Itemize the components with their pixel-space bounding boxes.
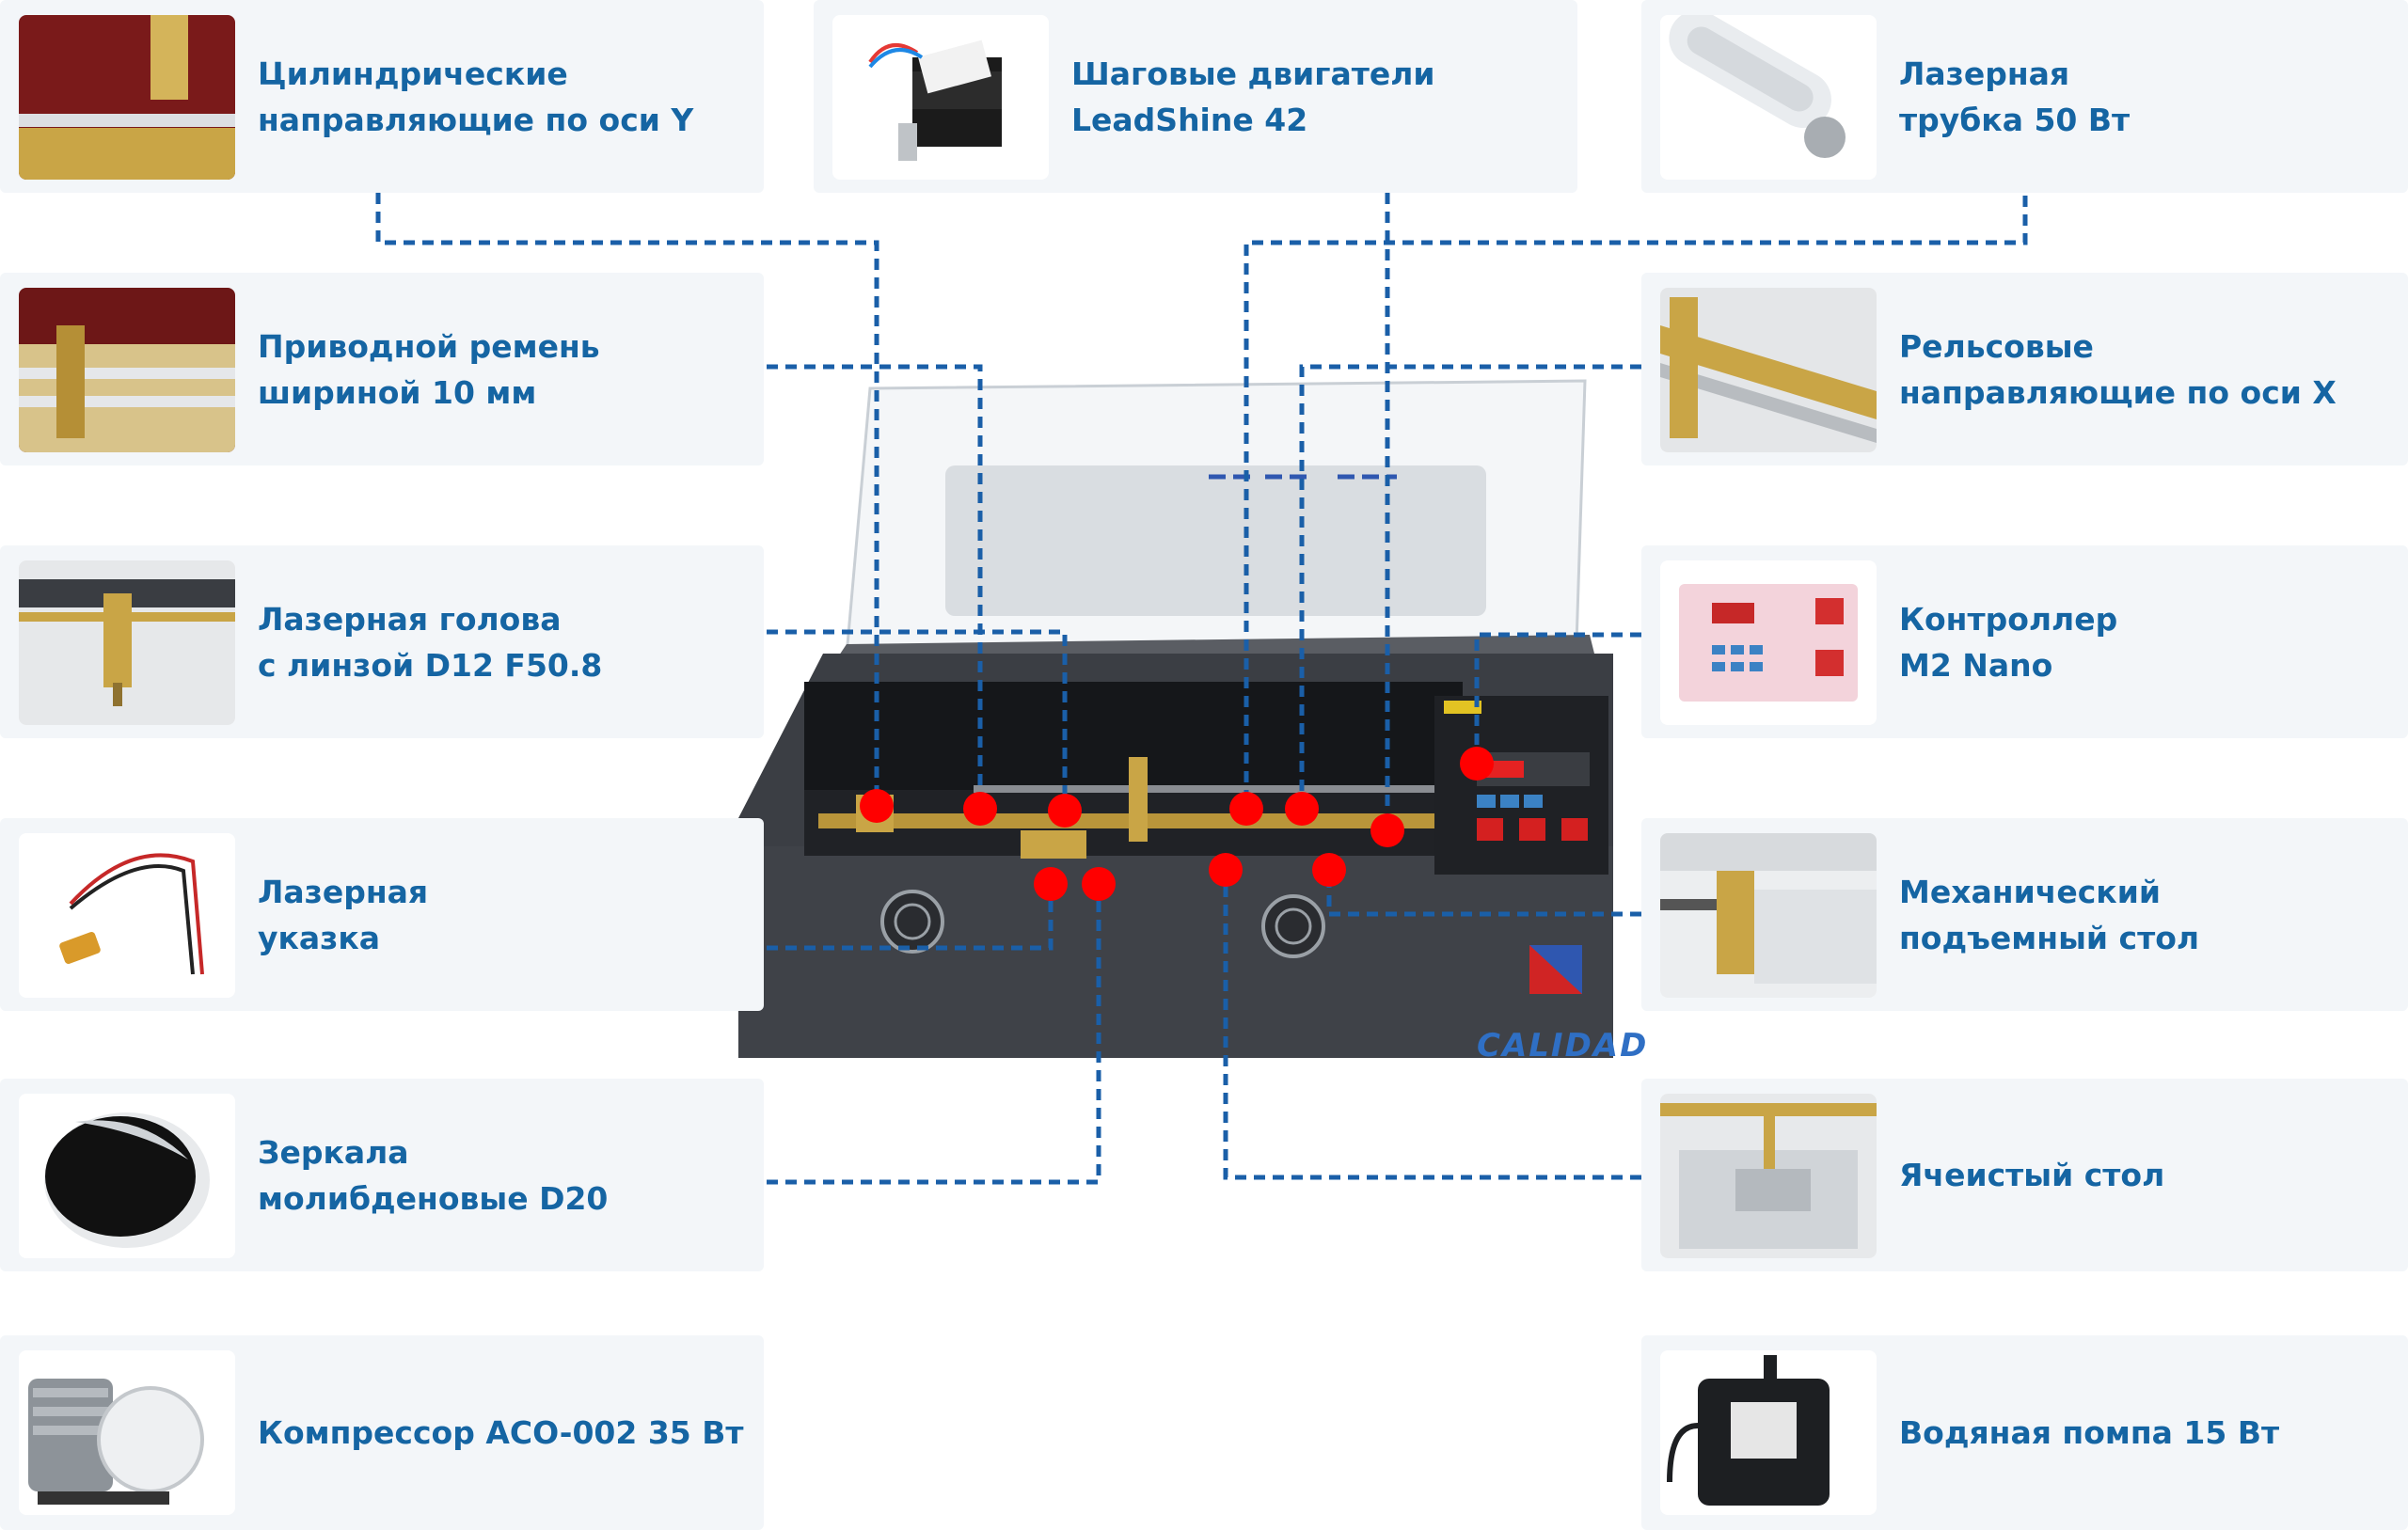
fan-left (880, 890, 944, 954)
card-belt: Приводной ремень шириной 10 мм (0, 273, 764, 465)
label-line: трубка 50 Вт (1899, 101, 2131, 138)
controller-panel-photo-icon (1660, 560, 1877, 725)
label-line: направляющие по оси Y (258, 101, 694, 138)
label-line: направляющие по оси X (1899, 373, 2337, 411)
marker-mirrors (1082, 867, 1116, 901)
card-controller: Контроллер M2 Nano (1641, 545, 2408, 738)
marker-head (1048, 794, 1082, 828)
label-line: Компрессор ACO-002 35 Вт (258, 1414, 744, 1451)
card-tube: Лазерная трубка 50 Вт (1641, 0, 2408, 193)
air-compressor-photo-icon (19, 1350, 235, 1515)
lid-window (945, 465, 1486, 616)
marker-x-rails (1285, 792, 1319, 826)
marker-lift-table (1312, 853, 1346, 887)
label-line: Ячеистый стол (1899, 1157, 2165, 1193)
honeycomb-table-photo-icon (1660, 1094, 1877, 1258)
rail-x-photo-icon (1660, 288, 1877, 452)
marker-y-rails (860, 789, 894, 823)
marker-tube (1229, 792, 1263, 826)
connector-belt (767, 364, 983, 811)
marker-pointer (1034, 867, 1068, 901)
marker-steppers (1370, 813, 1404, 847)
card-y-rails: Цилиндрические направляющие по оси Y (0, 0, 764, 193)
marker-controller (1460, 747, 1494, 781)
marker-honeycomb (1209, 853, 1243, 887)
label-line: Лазерная голова (258, 600, 562, 638)
label-line: подъемный стол (1899, 919, 2200, 956)
laser-engraver-machine: CALIDAD (738, 379, 1648, 1065)
label-line: Приводной ремень (258, 327, 600, 365)
label-line: Зеркала (258, 1133, 409, 1171)
label-line: с линзой D12 F50.8 (258, 646, 603, 684)
label-line: Цилиндрические (258, 55, 568, 92)
connector-pointer (767, 884, 1054, 951)
connector-lift-table (1326, 870, 1641, 917)
card-mirrors: Зеркала молибденовые D20 (0, 1079, 764, 1271)
connector-tube (1244, 196, 2028, 811)
connector-honeycomb (1223, 870, 1641, 1180)
svg-text:CALIDAD: CALIDAD (1477, 1027, 1648, 1065)
label-line: молибденовые D20 (258, 1179, 609, 1217)
label-line: указка (258, 919, 381, 956)
card-honeycomb: Ячеистый стол (1641, 1079, 2408, 1271)
connector-y-rails (375, 193, 879, 809)
card-pump: Водяная помпа 15 Вт (1641, 1335, 2408, 1530)
mirror-photo-icon (19, 1094, 235, 1258)
label-line: Контроллер (1899, 600, 2118, 638)
label-line: Механический (1899, 873, 2161, 910)
card-head: Лазерная голова с линзой D12 F50.8 (0, 545, 764, 738)
lift-table-photo-icon (1660, 833, 1877, 998)
label-line: M2 Nano (1899, 646, 2053, 684)
card-pointer: Лазерная указка (0, 818, 764, 1011)
fan-right (1261, 894, 1325, 958)
label-line: Шаговые двигатели (1071, 55, 1435, 92)
card-compressor: Компрессор ACO-002 35 Вт (0, 1335, 764, 1530)
marker-belt (963, 792, 997, 826)
connector-head (767, 629, 1068, 811)
water-pump-photo-icon (1660, 1350, 1877, 1515)
connector-mirrors (767, 884, 1101, 1185)
laser-pointer-photo-icon (19, 833, 235, 998)
laser-head-photo-icon (19, 560, 235, 725)
label-line: LeadShine 42 (1071, 101, 1308, 138)
label-line: Лазерная (258, 873, 429, 910)
stepper-motor-photo-icon (832, 15, 1049, 180)
card-x-rails: Рельсовые направляющие по оси X (1641, 273, 2408, 465)
rail-y-photo-icon (19, 15, 235, 180)
label-line: Водяная помпа 15 Вт (1899, 1414, 2280, 1451)
connector-controller (1474, 632, 1641, 764)
label-line: Лазерная (1899, 55, 2070, 92)
label-line: шириной 10 мм (258, 373, 537, 411)
connector-x-rails (1299, 364, 1641, 811)
laser-tube-photo-icon (1660, 15, 1877, 180)
drive-belt-photo-icon (19, 288, 235, 452)
brand-logo: CALIDAD (1477, 945, 1648, 1065)
label-line: Рельсовые (1899, 327, 2094, 365)
card-lift-table: Механический подъемный стол (1641, 818, 2408, 1011)
